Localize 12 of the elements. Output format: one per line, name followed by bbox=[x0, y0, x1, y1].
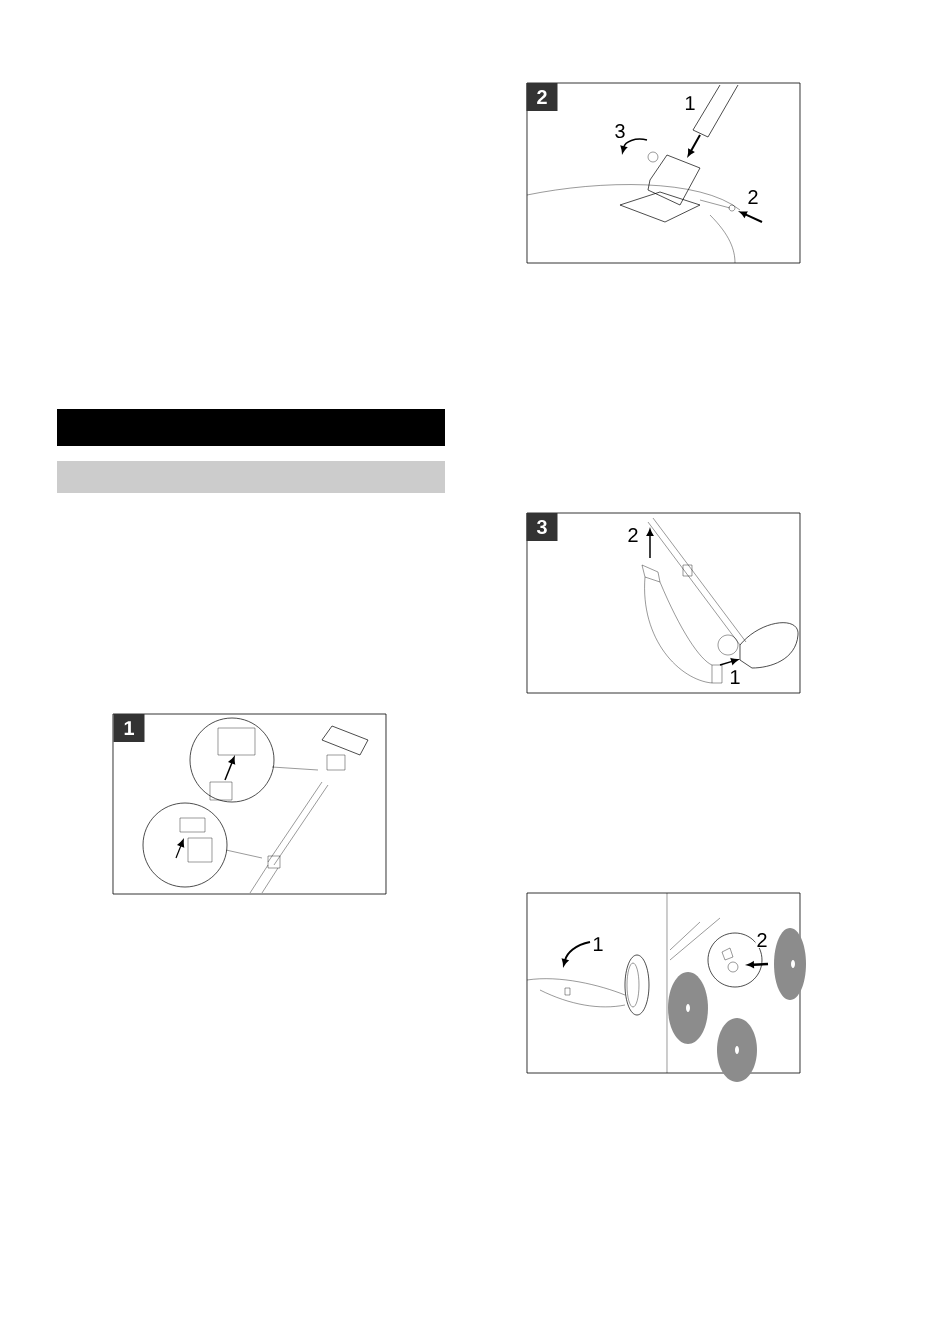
figure-number: 3 bbox=[526, 513, 558, 541]
callout-number: 1 bbox=[728, 669, 742, 685]
figure-number: 1 bbox=[113, 714, 145, 742]
callout-number: 1 bbox=[591, 936, 605, 952]
callout-number: 3 bbox=[613, 122, 627, 140]
subheading-bar bbox=[57, 461, 445, 493]
section-heading-bar bbox=[57, 409, 445, 446]
callout-number: 1 bbox=[683, 95, 697, 111]
figure-number: 2 bbox=[526, 83, 558, 111]
callout-number: 2 bbox=[746, 189, 760, 205]
callout-number: 2 bbox=[626, 527, 640, 543]
callout-number: 2 bbox=[755, 932, 769, 948]
